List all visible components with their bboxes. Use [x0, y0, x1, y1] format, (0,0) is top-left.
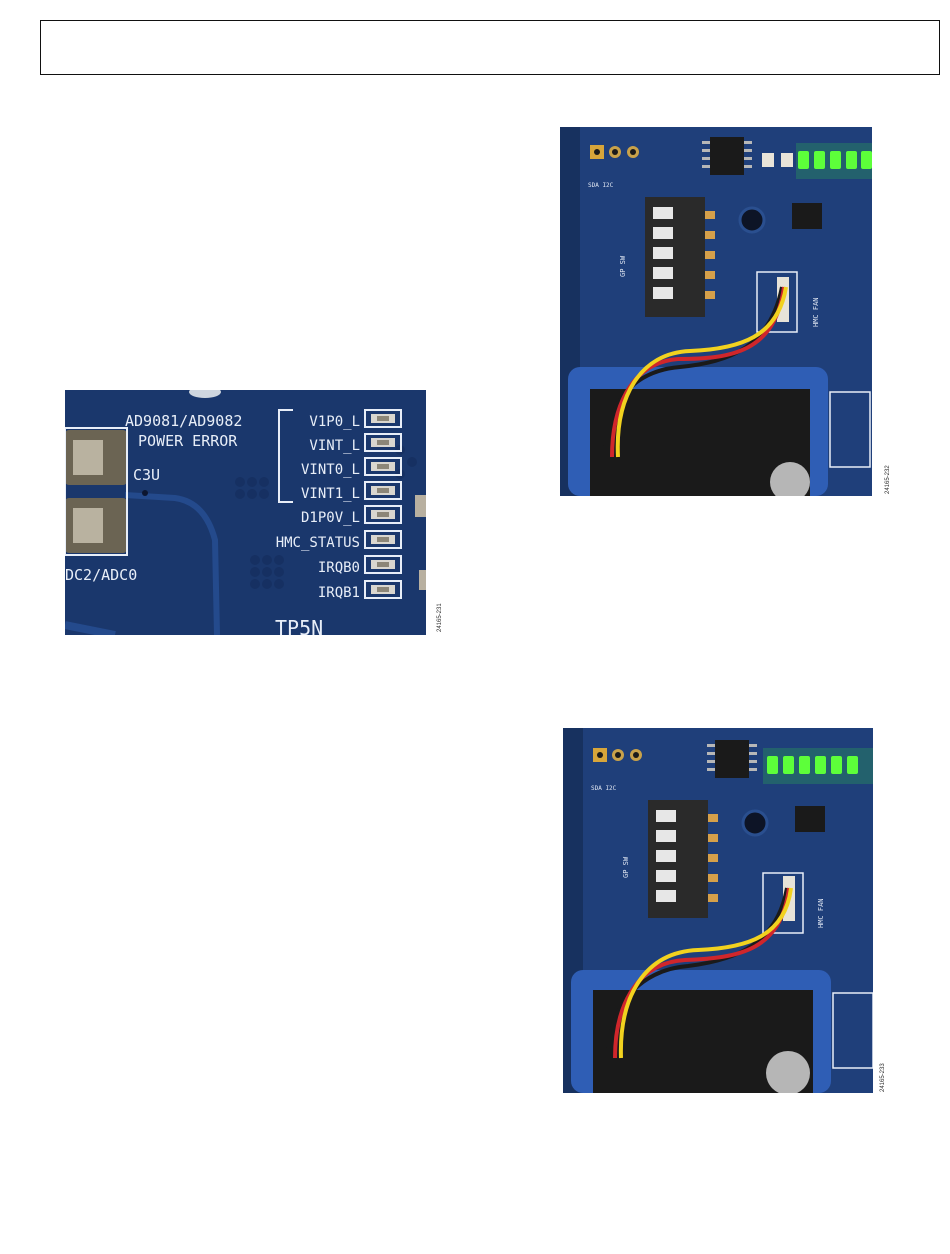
- figure-id-2: 24165-232: [885, 465, 891, 494]
- header-label: SDA I2C: [591, 785, 617, 792]
- connector-label: HMC FAN: [812, 297, 820, 327]
- led-label: HMC_STATUS: [276, 535, 360, 551]
- figure-id-3: 24165-233: [880, 1063, 886, 1092]
- switch-label: GP SW: [622, 856, 630, 878]
- led-label: VINT_L: [309, 438, 360, 454]
- switch-label: GP SW: [619, 255, 627, 277]
- led-label: V1P0_L: [309, 414, 360, 430]
- figure-fan-connector-6-leds: SDA I2C GP SW HMC FAN: [563, 728, 873, 1093]
- led-label: VINT1_L: [301, 486, 360, 502]
- bottom-label: TP5N: [275, 616, 323, 635]
- connector-label: HMC FAN: [817, 898, 825, 928]
- led-label: IRQB0: [318, 560, 360, 576]
- component-label: C3U: [133, 466, 160, 484]
- figure-power-error-leds: AD9081/AD9082 POWER ERROR C3U DC2/ADC0 T…: [65, 390, 426, 635]
- pcb-photo-power-error: AD9081/AD9082 POWER ERROR C3U DC2/ADC0 T…: [65, 390, 426, 635]
- chip-title-line1: AD9081/AD9082: [125, 412, 242, 430]
- led-label: VINT0_L: [301, 462, 360, 478]
- pcb-photo-fan-5: SDA I2C GP SW HMC FAN: [560, 127, 872, 496]
- led-label: IRQB1: [318, 585, 360, 601]
- led-label: D1P0V_L: [301, 510, 360, 526]
- header-label: SDA I2C: [588, 182, 614, 189]
- header-box: [40, 20, 940, 75]
- figure-fan-connector-5-leds: SDA I2C GP SW HMC FAN: [560, 127, 872, 496]
- chip-title-line2: POWER ERROR: [138, 432, 238, 450]
- partial-label: DC2/ADC0: [65, 566, 137, 584]
- pcb-photo-fan-6: SDA I2C GP SW HMC FAN: [563, 728, 873, 1093]
- figure-id-1: 24165-231: [437, 603, 443, 632]
